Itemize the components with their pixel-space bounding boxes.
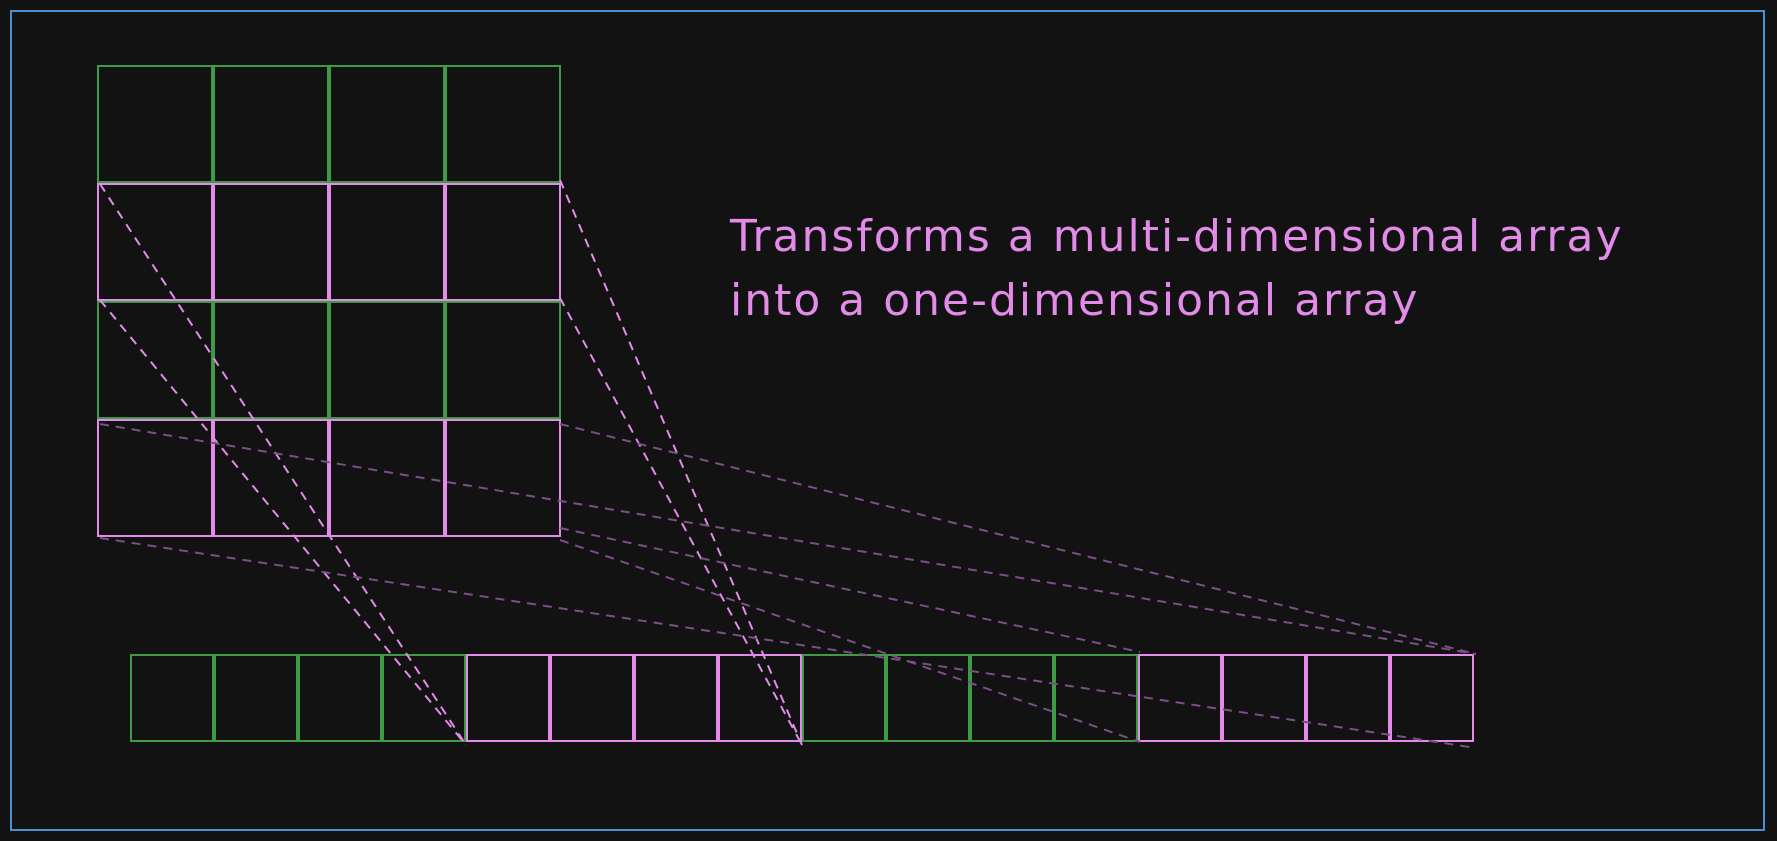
array-cell: [130, 654, 214, 742]
mapping-line: [559, 423, 1477, 655]
diagram-caption: Transforms a multi-dimensional array int…: [730, 205, 1710, 333]
array-cell: [634, 654, 718, 742]
matrix-2d: [97, 65, 561, 537]
mapping-lines: [99, 179, 1477, 749]
array-cell: [550, 654, 634, 742]
matrix-cell: [213, 301, 329, 419]
mapping-line: [99, 299, 467, 746]
mapping-line: [99, 183, 467, 746]
array-cell: [1054, 654, 1138, 742]
matrix-cell: [329, 183, 445, 301]
matrix-cell: [97, 419, 213, 537]
mapping-line: [99, 423, 1477, 655]
matrix-cell: [445, 301, 561, 419]
array-cell: [382, 654, 466, 742]
array-cell: [1390, 654, 1474, 742]
mapping-line: [559, 527, 1141, 653]
matrix-cell: [213, 419, 329, 537]
caption-line-1: Transforms a multi-dimensional array: [730, 211, 1624, 262]
array-cell: [802, 654, 886, 742]
matrix-cell: [445, 65, 561, 183]
mapping-line: [559, 179, 803, 746]
matrix-cell: [97, 301, 213, 419]
mapping-line: [99, 537, 1477, 749]
array-cell: [886, 654, 970, 742]
array-cell: [298, 654, 382, 742]
matrix-cell: [329, 65, 445, 183]
array-cell: [1138, 654, 1222, 742]
array-1d: [130, 654, 1474, 742]
matrix-cell: [329, 419, 445, 537]
matrix-cell: [445, 183, 561, 301]
matrix-cell: [445, 419, 561, 537]
caption-line-2: into a one-dimensional array: [730, 275, 1420, 326]
array-cell: [1306, 654, 1390, 742]
matrix-cell: [213, 65, 329, 183]
diagram-frame: [10, 10, 1765, 831]
matrix-cell: [213, 183, 329, 301]
matrix-cell: [97, 65, 213, 183]
mapping-line: [559, 297, 803, 746]
array-cell: [214, 654, 298, 742]
mapping-line: [559, 539, 1141, 743]
array-cell: [466, 654, 550, 742]
array-cell: [970, 654, 1054, 742]
matrix-cell: [97, 183, 213, 301]
array-cell: [1222, 654, 1306, 742]
array-cell: [718, 654, 802, 742]
matrix-cell: [329, 301, 445, 419]
